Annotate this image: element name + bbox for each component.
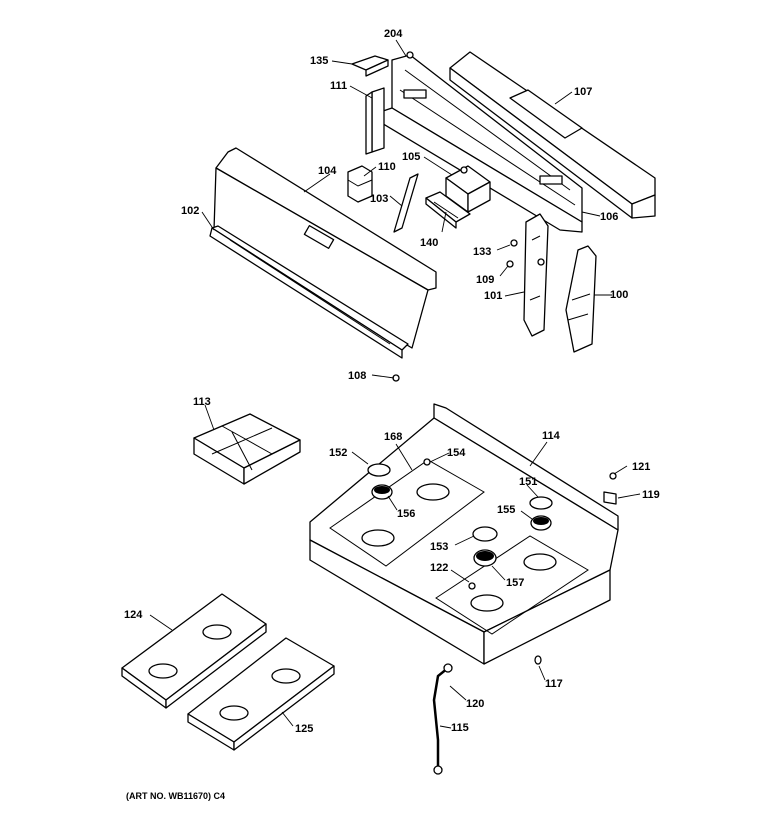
screw-204 (406, 51, 414, 59)
callout-104: 104 (318, 165, 337, 177)
igniter-154 (423, 458, 431, 466)
drip-pan-125 (187, 637, 335, 751)
callout-105: 105 (402, 151, 420, 163)
side-bracket-101 (523, 213, 549, 337)
callout-121: 121 (632, 461, 650, 473)
callout-115: 115 (451, 722, 469, 734)
cooktop-114 (309, 403, 619, 665)
backguard-frame (379, 54, 583, 233)
callout-153: 153 (430, 541, 448, 553)
burner-cap-153 (472, 526, 498, 542)
callout-156: 156 (397, 508, 415, 520)
callout-119: 119 (642, 489, 660, 501)
screw-133 (510, 239, 518, 247)
switch-110 (347, 165, 373, 203)
rear-trim-cover (449, 51, 656, 219)
callout-122: 122 (430, 562, 448, 574)
gas-tube-115 (432, 663, 453, 775)
bracket-135 (351, 55, 389, 77)
callout-100: 100 (610, 289, 628, 301)
callout-204: 204 (384, 28, 403, 40)
callout-135: 135 (310, 55, 328, 67)
burner-head-156 (371, 484, 393, 500)
callout-101: 101 (484, 290, 502, 302)
callout-124: 124 (124, 609, 143, 621)
callout-117: 117 (545, 678, 563, 690)
callout-120: 120 (466, 698, 484, 710)
burner-head-155 (530, 515, 552, 531)
callout-labels: 204 135 107 111 110 105 104 103 102 140 … (124, 28, 660, 735)
drip-pan-124 (121, 593, 267, 709)
burner-cap-152 (367, 463, 391, 477)
callout-109: 109 (476, 274, 494, 286)
callout-151: 151 (519, 476, 537, 488)
callout-168: 168 (384, 431, 402, 443)
callout-113: 113 (193, 396, 211, 408)
callout-154: 154 (447, 447, 466, 459)
callout-114: 114 (542, 430, 561, 442)
clip-119 (603, 491, 617, 505)
callout-152: 152 (329, 447, 347, 459)
burner-cap-151 (529, 496, 553, 510)
callout-108: 108 (348, 370, 366, 382)
callout-110: 110 (378, 161, 396, 173)
callout-106: 106 (600, 211, 618, 223)
callout-140: 140 (420, 237, 438, 249)
igniter-122 (468, 582, 476, 590)
screw-109 (506, 260, 514, 268)
trim-strip-102 (209, 225, 409, 359)
callout-125: 125 (295, 723, 313, 735)
burner-head-157 (473, 549, 497, 567)
callout-155: 155 (497, 504, 515, 516)
callout-133: 133 (473, 246, 491, 258)
wire-harness-103 (393, 173, 419, 233)
screw-121 (609, 472, 617, 480)
burner-grate-113 (193, 413, 301, 485)
callout-102: 102 (181, 205, 199, 217)
callout-103: 103 (370, 193, 388, 205)
screw-117 (534, 655, 542, 665)
leader-lines (149, 39, 641, 729)
control-box-105 (445, 165, 491, 213)
side-bracket-111 (365, 87, 385, 155)
callout-107: 107 (574, 86, 592, 98)
art-number-caption: (ART NO. WB11670) C4 (126, 791, 225, 801)
end-cap-100 (565, 245, 597, 353)
control-panel-104 (213, 147, 437, 349)
callout-111: 111 (330, 80, 347, 92)
callout-157: 157 (506, 577, 524, 589)
